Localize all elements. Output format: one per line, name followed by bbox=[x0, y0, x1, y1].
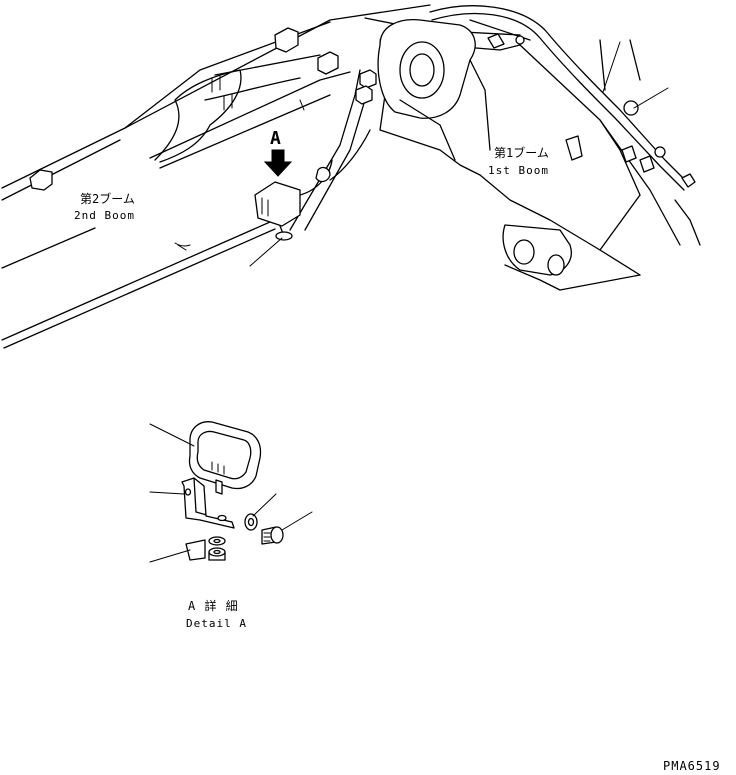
detail-a-washer bbox=[244, 513, 258, 531]
leader-line bbox=[633, 87, 669, 109]
second-boom bbox=[1, 4, 431, 349]
leader-line bbox=[149, 423, 195, 447]
work-lamp-on-boom bbox=[254, 159, 333, 241]
leader-line bbox=[149, 491, 185, 495]
detail-a-bracket bbox=[181, 477, 235, 529]
leader-line bbox=[281, 511, 313, 531]
detail-a-lamp bbox=[188, 421, 262, 495]
first-boom bbox=[377, 19, 701, 291]
first-boom-label-jp: 第1ブーム bbox=[494, 145, 549, 160]
view-marker: A bbox=[270, 128, 281, 149]
leader-line bbox=[252, 493, 277, 517]
detail-label-jp: A 詳 細 bbox=[188, 598, 239, 613]
hydraulic-line bbox=[289, 5, 696, 231]
leader-line bbox=[149, 549, 191, 563]
detail-label-en: Detail A bbox=[186, 617, 247, 630]
second-boom-label-jp: 第2ブーム bbox=[80, 191, 135, 206]
drawing-number: PMA6519 bbox=[663, 759, 721, 773]
detail-a-bolt bbox=[261, 526, 284, 545]
first-boom-label-en: 1st Boom bbox=[488, 164, 549, 177]
detail-a-nut-washer bbox=[185, 536, 226, 561]
view-arrow-a bbox=[263, 149, 293, 177]
second-boom-label-en: 2nd Boom bbox=[74, 209, 135, 222]
leader-line bbox=[602, 41, 621, 93]
leader-line bbox=[249, 237, 283, 267]
